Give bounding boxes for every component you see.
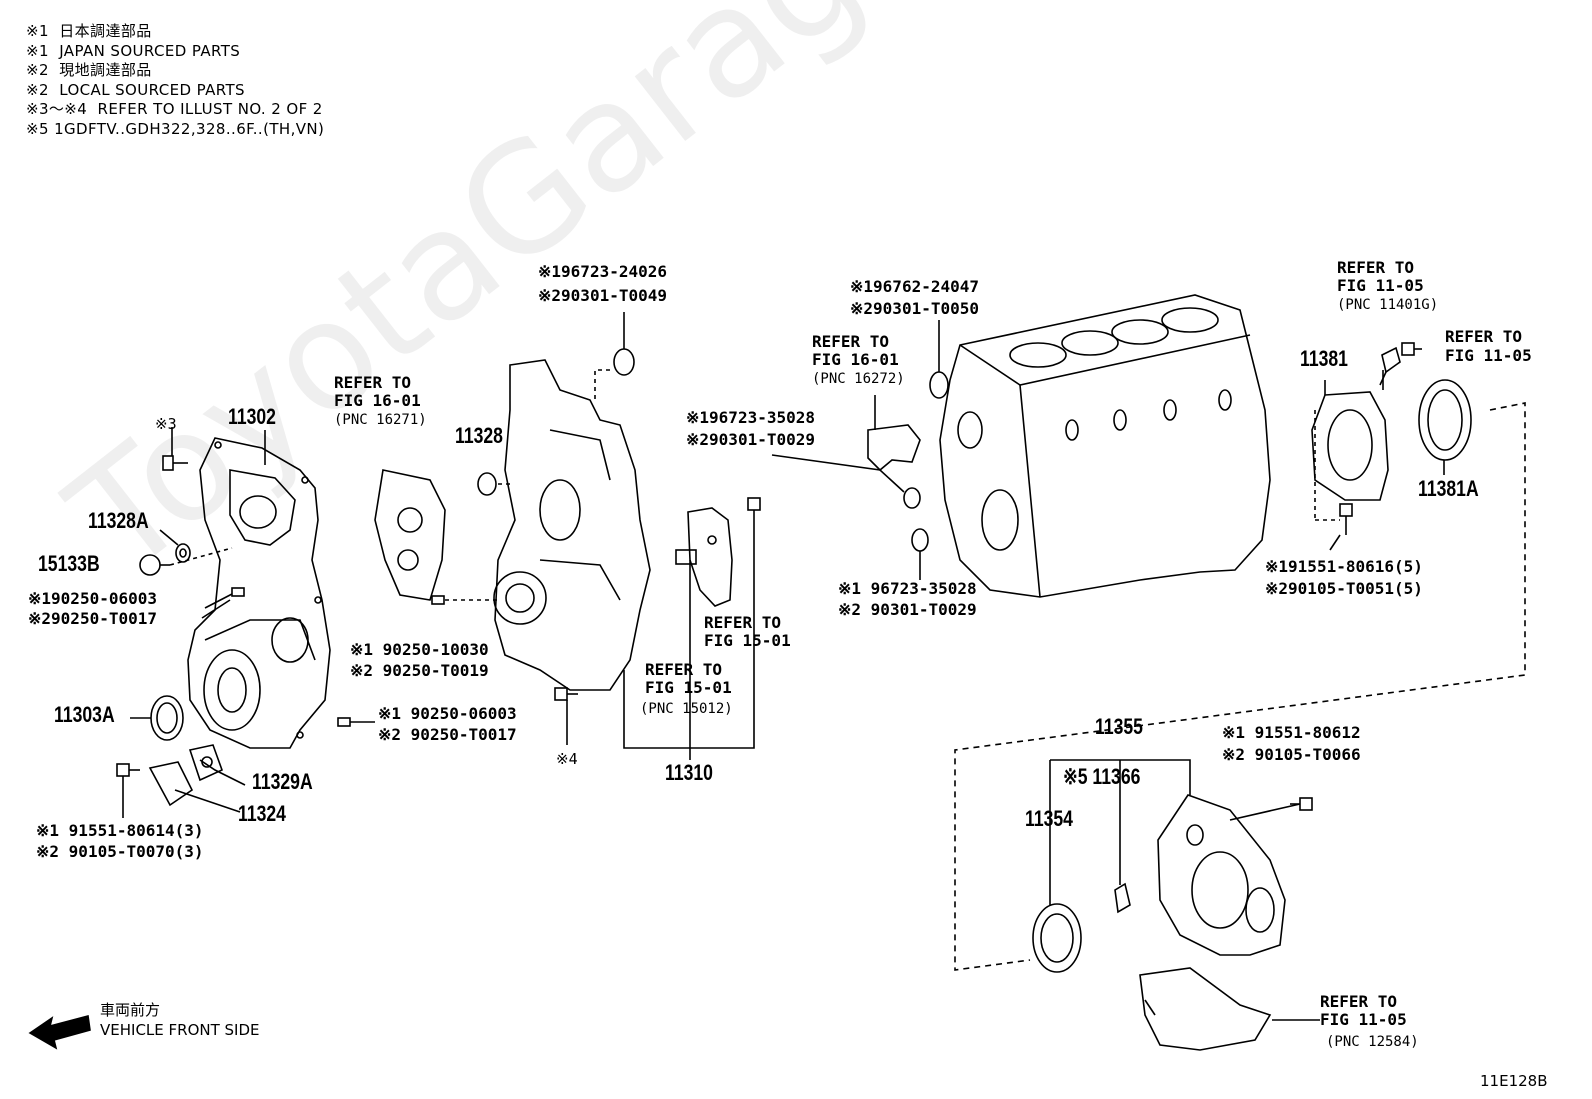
label-11354[interactable]: 11354: [1025, 806, 1073, 831]
note-line: ※1 日本調達部品: [26, 22, 152, 40]
refer-16271-line2[interactable]: FIG 16-01: [334, 391, 421, 410]
code-96723-35028[interactable]: ※196723-35028: [686, 408, 815, 427]
o-ring-11328: [477, 472, 497, 496]
label-11355[interactable]: 11355: [1095, 714, 1143, 739]
timing-cover-11302: [187, 437, 331, 749]
front-side-jp: 車両前方: [100, 1001, 161, 1019]
code-90250-T0019[interactable]: ※2 90250-T0019: [350, 661, 489, 680]
refer-16271-line3[interactable]: (PNC 16271): [334, 412, 427, 428]
refer-11401G-line3[interactable]: (PNC 11401G): [1337, 297, 1439, 313]
code-90105-T0051[interactable]: ※290105-T0051(5): [1265, 579, 1423, 598]
label-ref3: ※3: [155, 415, 177, 433]
code-90301-T0049[interactable]: ※290301-T0049: [538, 286, 667, 305]
code-90105-T0066[interactable]: ※2 90105-T0066: [1222, 745, 1361, 764]
code-96762-24047[interactable]: ※196762-24047: [850, 277, 979, 296]
oil-seal-11354: [1032, 903, 1082, 973]
oil-seal-11381A: [1418, 379, 1472, 461]
end-plate-11355: [1157, 794, 1286, 956]
bolt-91551-80616: [1339, 503, 1353, 535]
code-90250-06003-b[interactable]: ※1 90250-06003: [378, 704, 517, 723]
gasket-16272: [867, 424, 921, 472]
label-11366[interactable]: ※5 11366: [1063, 764, 1141, 789]
code-96723-24026[interactable]: ※196723-24026: [538, 262, 667, 281]
gasket-11329A: [188, 744, 224, 782]
note-line: ※5 1GDFTV..GDH322,328..6F..(TH,VN): [26, 119, 325, 138]
code-90301-T0029-b[interactable]: ※2 90301-T0029: [838, 600, 977, 619]
oil-seal-11303A: [150, 695, 184, 741]
gasket-16271: [374, 469, 446, 601]
bolt-1105: [1401, 342, 1422, 356]
bolt-91551-80612: [1290, 797, 1313, 811]
pin-11366: [1114, 882, 1131, 914]
pin-90250: [431, 595, 445, 605]
refer-15012-line2[interactable]: FIG 15-01: [645, 678, 732, 697]
o-ring-35028: [903, 487, 921, 509]
label-11381[interactable]: 11381: [1300, 346, 1348, 371]
bolt-91551: [116, 763, 140, 777]
label-11381A[interactable]: 11381A: [1418, 476, 1479, 501]
label-11329A[interactable]: 11329A: [252, 769, 313, 794]
note-line: ※2 現地調達部品: [26, 61, 152, 79]
refer-12584-line3[interactable]: (PNC 12584): [1326, 1034, 1419, 1050]
refer-1105-line2[interactable]: FIG 11-05: [1445, 346, 1532, 365]
bolt-3: [162, 455, 188, 471]
gasket-11324: [148, 761, 194, 807]
note-line: ※3～※4 REFER TO ILLUST NO. 2 OF 2: [26, 100, 323, 118]
refer-16271-line1[interactable]: REFER TO: [334, 373, 412, 392]
water-pump-15012: [675, 507, 733, 607]
label-15133B[interactable]: 15133B: [38, 551, 100, 576]
refer-11401G-line1[interactable]: REFER TO: [1337, 258, 1415, 277]
refer-16272-line1[interactable]: REFER TO: [812, 332, 890, 351]
label-11302[interactable]: 11302: [228, 404, 276, 429]
code-91551-80614[interactable]: ※1 91551-80614(3): [36, 821, 204, 840]
label-11310[interactable]: 11310: [665, 760, 713, 785]
pin-90250-06003-b: [337, 717, 351, 727]
bolt-15133B: [139, 554, 170, 576]
note-line: ※1 JAPAN SOURCED PARTS: [26, 41, 241, 60]
bolt-4: [554, 687, 578, 701]
vehicle-front-side: 車両前方 VEHICLE FRONT SIDE: [100, 1000, 260, 1040]
refer-16272-line3[interactable]: (PNC 16272): [812, 371, 905, 387]
label-ref4: ※4: [556, 750, 578, 768]
refer-1501-line2[interactable]: FIG 15-01: [704, 631, 791, 650]
code-90250-T0017[interactable]: ※290250-T0017: [28, 609, 157, 628]
code-90105-T0070[interactable]: ※2 90105-T0070(3): [36, 842, 204, 861]
note-line: ※2 LOCAL SOURCED PARTS: [26, 80, 245, 99]
refer-15012-line3[interactable]: (PNC 15012): [640, 701, 733, 717]
code-90250-10030[interactable]: ※1 90250-10030: [350, 640, 489, 659]
seal-retainer-11381: [1311, 391, 1389, 501]
cylinder-block: [939, 294, 1271, 598]
label-11324[interactable]: 11324: [238, 801, 286, 826]
bolt-case: [747, 497, 761, 520]
timing-case-11310: [493, 359, 651, 691]
refer-1501-line1[interactable]: REFER TO: [704, 613, 782, 632]
o-ring-11328-top: [613, 348, 635, 376]
refer-12584-line2[interactable]: FIG 11-05: [1320, 1010, 1407, 1029]
refer-1105-line1[interactable]: REFER TO: [1445, 327, 1523, 346]
washer-11328A: [175, 543, 191, 563]
oil-pan-12584: [1139, 967, 1272, 1051]
refer-16272-line2[interactable]: FIG 16-01: [812, 350, 899, 369]
label-11328[interactable]: 11328: [455, 423, 503, 448]
code-96723-35028-b[interactable]: ※1 96723-35028: [838, 579, 977, 598]
front-arrow-icon: [28, 1014, 91, 1050]
refer-11401G-line2[interactable]: FIG 11-05: [1337, 276, 1424, 295]
code-90250-T0017-b[interactable]: ※2 90250-T0017: [378, 725, 517, 744]
notes-legend: ※1 日本調達部品 ※1 JAPAN SOURCED PARTS ※2 現地調達…: [26, 22, 324, 139]
code-90250-06003[interactable]: ※190250-06003: [28, 589, 157, 608]
refer-12584-line1[interactable]: REFER TO: [1320, 992, 1398, 1011]
code-91551-80616[interactable]: ※191551-80616(5): [1265, 557, 1423, 576]
refer-15012-line1[interactable]: REFER TO: [645, 660, 723, 679]
code-91551-80612[interactable]: ※1 91551-80612: [1222, 723, 1361, 742]
code-90301-T0029[interactable]: ※290301-T0029: [686, 430, 815, 449]
o-ring-35028-b: [911, 528, 929, 552]
pin-90250-06003: [231, 587, 245, 597]
label-11303A[interactable]: 11303A: [54, 702, 115, 727]
front-side-en: VEHICLE FRONT SIDE: [100, 1021, 260, 1039]
o-ring-16272: [929, 371, 949, 399]
figure-code: 11E128B: [1480, 1072, 1548, 1090]
code-90301-T0050[interactable]: ※290301-T0050: [850, 299, 979, 318]
label-11328A[interactable]: 11328A: [88, 508, 149, 533]
